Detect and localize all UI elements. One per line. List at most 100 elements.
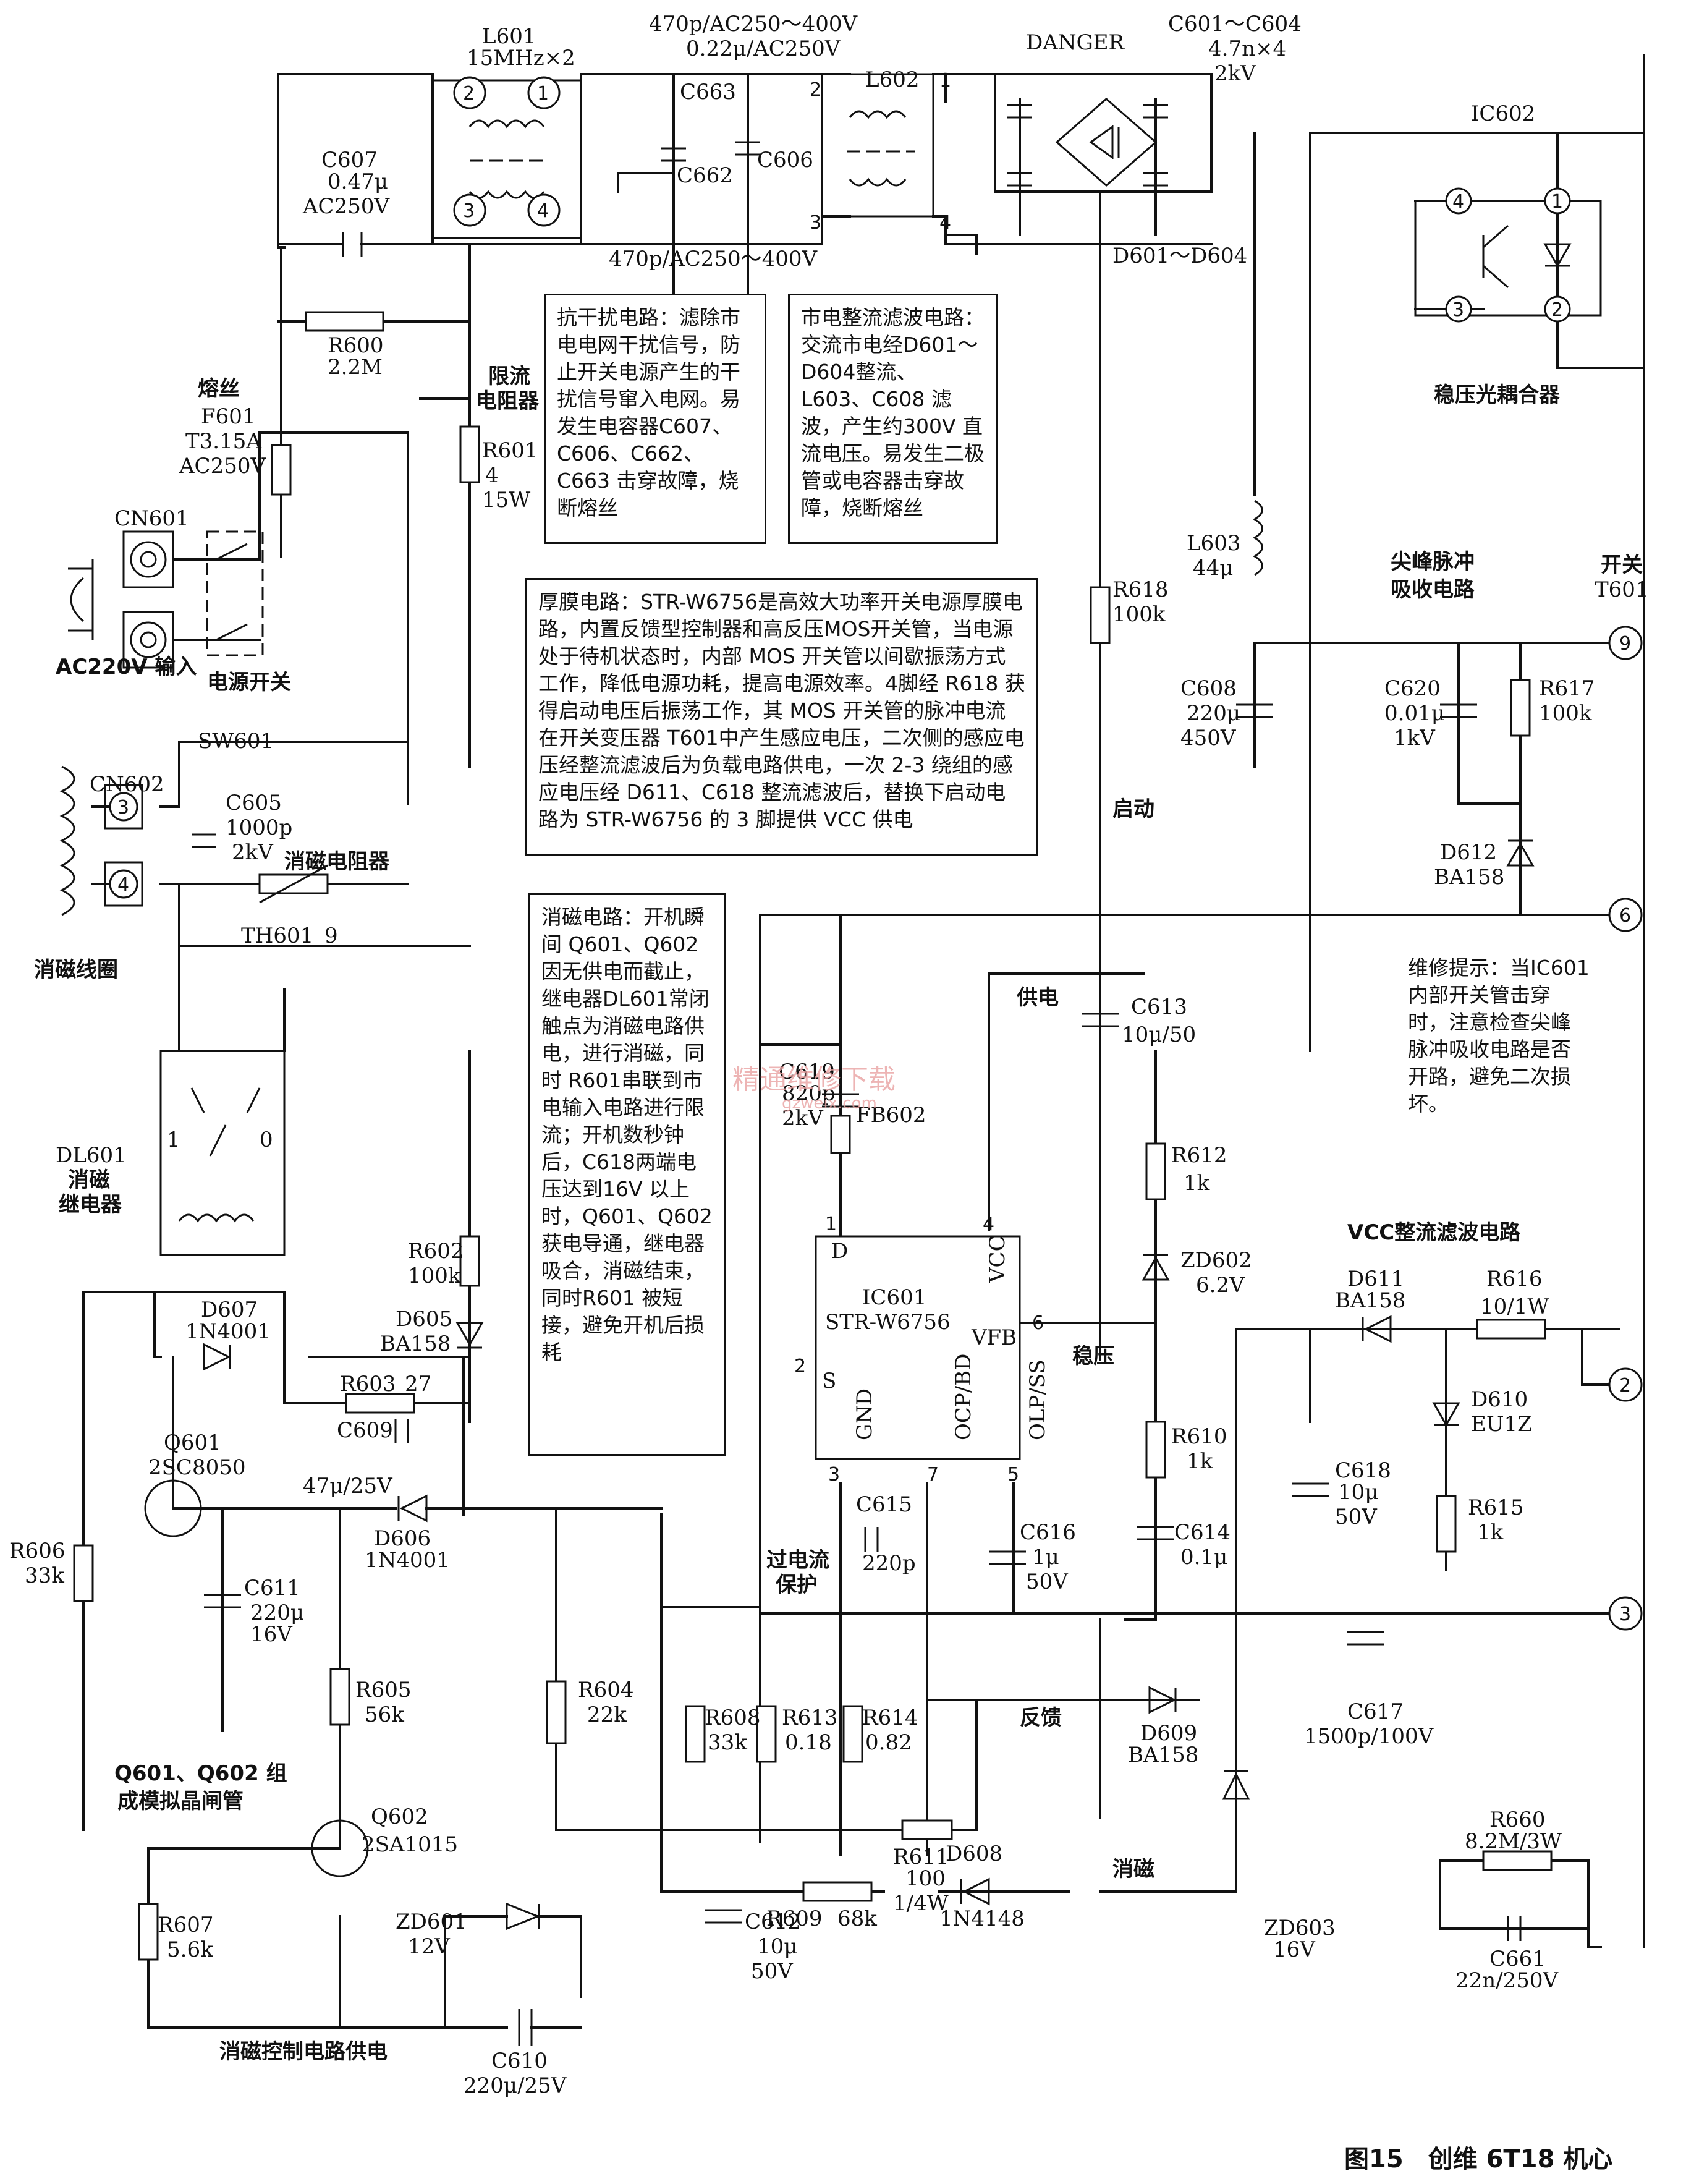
svg-text:1N4001: 1N4001 <box>185 1319 271 1344</box>
svg-text:1N4001: 1N4001 <box>365 1548 450 1573</box>
fuse-title: 熔丝 <box>198 376 240 401</box>
svg-text:保护: 保护 <box>776 1573 818 1597</box>
ic601-pin-gnd: GND <box>852 1388 877 1440</box>
watermark-text: 精通维修下载 <box>732 1064 896 1095</box>
svg-text:1/4W: 1/4W <box>893 1891 949 1916</box>
ic601-pin-vfb: VFB <box>971 1325 1017 1350</box>
svg-text:820p: 820p <box>782 1081 836 1106</box>
zd602-label: ZD602 <box>1180 1248 1252 1273</box>
zd603-label: ZD603 <box>1264 1916 1336 1940</box>
svg-text:4: 4 <box>1452 191 1464 213</box>
d608-label: D608 <box>946 1842 1002 1866</box>
svg-text:0.18: 0.18 <box>785 1730 832 1755</box>
r615-label: R615 <box>1468 1495 1524 1520</box>
svg-text:8.2M/3W: 8.2M/3W <box>1465 1829 1562 1854</box>
r617-label: R617 <box>1539 676 1595 701</box>
ic601-pin-olp: OLP/SS <box>1025 1359 1050 1440</box>
svg-text:4: 4 <box>117 874 129 896</box>
ic601-label: IC601 <box>862 1285 926 1310</box>
svg-text:2: 2 <box>1551 299 1563 321</box>
cn601-label: CN601 <box>114 506 189 531</box>
svg-text:1k: 1k <box>1187 1449 1213 1474</box>
svg-text:10/1W: 10/1W <box>1480 1294 1549 1319</box>
r614-label: R614 <box>862 1706 918 1730</box>
c619-label: C619 <box>779 1060 835 1084</box>
svg-text:100k: 100k <box>1112 602 1166 627</box>
th601-label: TH601 <box>241 924 313 948</box>
c618-label: C618 <box>1335 1458 1391 1483</box>
r609-label: R609 <box>766 1906 823 1931</box>
svg-text:2kV: 2kV <box>782 1106 824 1131</box>
d612-label: D612 <box>1440 840 1497 865</box>
svg-text:50V: 50V <box>1335 1505 1378 1529</box>
q601-label: Q601 <box>164 1430 221 1455</box>
svg-text:100k: 100k <box>408 1264 461 1288</box>
svg-text:3: 3 <box>1619 1604 1631 1625</box>
f601-label: F601 <box>201 404 256 429</box>
fb602-label: FB602 <box>856 1103 926 1128</box>
svg-text:0.01μ: 0.01μ <box>1384 701 1445 726</box>
svg-text:0.82: 0.82 <box>865 1730 912 1755</box>
r616-label: R616 <box>1486 1267 1543 1291</box>
svg-text:16V: 16V <box>250 1622 293 1647</box>
svg-text:450V: 450V <box>1180 726 1237 750</box>
components <box>59 73 1643 2046</box>
svg-text:56k: 56k <box>365 1702 404 1727</box>
c612-label: C612 <box>745 1910 801 1934</box>
r604-label: R604 <box>578 1678 634 1702</box>
svg-text:1: 1 <box>825 1213 837 1235</box>
r660-label: R660 <box>1489 1808 1546 1832</box>
svg-text:7: 7 <box>927 1464 939 1485</box>
ic601-pin-vcc: VCC <box>985 1235 1010 1283</box>
d605-label: D605 <box>396 1307 452 1332</box>
r605-label: R605 <box>355 1678 412 1702</box>
ocp-label: 过电流 <box>766 1548 829 1573</box>
svg-text:10μ/50: 10μ/50 <box>1122 1022 1196 1047</box>
scr-note-2: 成模拟晶闸管 <box>117 1789 244 1814</box>
degauss-resistor-label: 消磁电阻器 <box>284 849 390 874</box>
ic601-part: STR-W6756 <box>825 1310 951 1335</box>
svg-text:100k: 100k <box>1539 701 1592 726</box>
svg-text:2: 2 <box>794 1356 806 1377</box>
l602-label: L602 <box>865 67 919 92</box>
c617-label: C617 <box>1347 1699 1404 1724</box>
svg-text:50V: 50V <box>751 1959 794 1984</box>
l603-label: L603 <box>1187 531 1240 556</box>
c607-label: C607 <box>321 148 378 172</box>
svg-text:33k: 33k <box>708 1730 747 1755</box>
svg-text:4: 4 <box>983 1213 994 1235</box>
svg-text:1μ: 1μ <box>1032 1545 1059 1570</box>
svg-text:33k: 33k <box>25 1563 64 1588</box>
cap-bottom: 470p/AC250～400V <box>609 247 818 271</box>
svg-text:2SC8050: 2SC8050 <box>148 1455 245 1480</box>
c601-spec2: 2kV <box>1214 61 1256 86</box>
c609-label: C609 <box>337 1418 393 1443</box>
svg-text:2.2M: 2.2M <box>328 355 383 380</box>
power-switch-label: 电源开关 <box>207 670 291 695</box>
d607-label: D607 <box>201 1298 258 1322</box>
svg-text:10μ: 10μ <box>757 1934 797 1959</box>
c615-label: C615 <box>856 1492 912 1517</box>
svg-text:4: 4 <box>939 212 951 234</box>
svg-text:68k: 68k <box>837 1906 877 1931</box>
l601-pin1: 1 <box>537 83 549 104</box>
vcc-rectifier-title: VCC整流滤波电路 <box>1347 1220 1521 1245</box>
c601-spec1: 4.7n×4 <box>1208 36 1286 61</box>
d609-label: D609 <box>1140 1721 1197 1746</box>
regulation-label: 稳压 <box>1072 1344 1114 1369</box>
svg-text:6: 6 <box>1619 905 1631 927</box>
degauss-supply-label: 消磁控制电路供电 <box>219 2039 388 2064</box>
labels: 2 1 3 4 L601 15MHz×2 470p/AC250～400V 0.2… <box>9 12 1649 2098</box>
svg-text:1000p: 1000p <box>226 815 292 840</box>
sw601-label: SW601 <box>198 729 274 754</box>
c611-label: C611 <box>244 1576 300 1600</box>
startup-label: 启动 <box>1112 797 1154 822</box>
cap-top1: 470p/AC250～400V <box>649 12 858 36</box>
r618-label: R618 <box>1112 577 1169 602</box>
ic602-label: IC602 <box>1471 101 1535 126</box>
r600-label: R600 <box>328 333 384 358</box>
ic601-pin-d: D <box>831 1239 848 1264</box>
r608-label: R608 <box>705 1706 761 1730</box>
watermark-url: gzweix.com <box>782 1094 877 1113</box>
repair-tip: 维修提示：当IC601 内部开关管击穿时，注意检查尖峰脉冲吸收电路是否开路，避免… <box>1397 946 1601 1150</box>
